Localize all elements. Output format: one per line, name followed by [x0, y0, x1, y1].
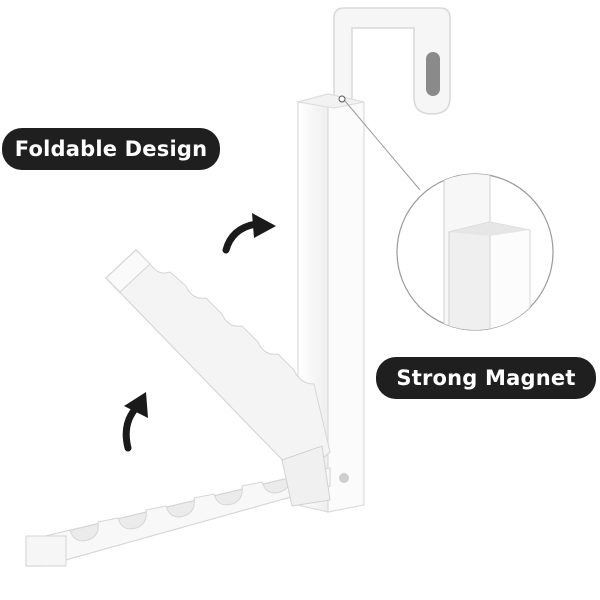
pivot-hole-icon — [339, 473, 349, 483]
door-hook — [333, 7, 451, 115]
curved-arrow-up-icon — [122, 392, 148, 452]
hook-slot-icon — [426, 52, 440, 96]
callout-line — [344, 100, 421, 191]
strong-magnet-label: Strong Magnet — [376, 357, 596, 399]
curved-arrow-right-icon — [222, 213, 276, 254]
folding-rack-bottom — [25, 445, 331, 567]
foldable-design-label: Foldable Design — [2, 128, 220, 170]
magnet-zoom-circle — [396, 173, 554, 331]
folding-rack-diagonal — [105, 249, 331, 479]
